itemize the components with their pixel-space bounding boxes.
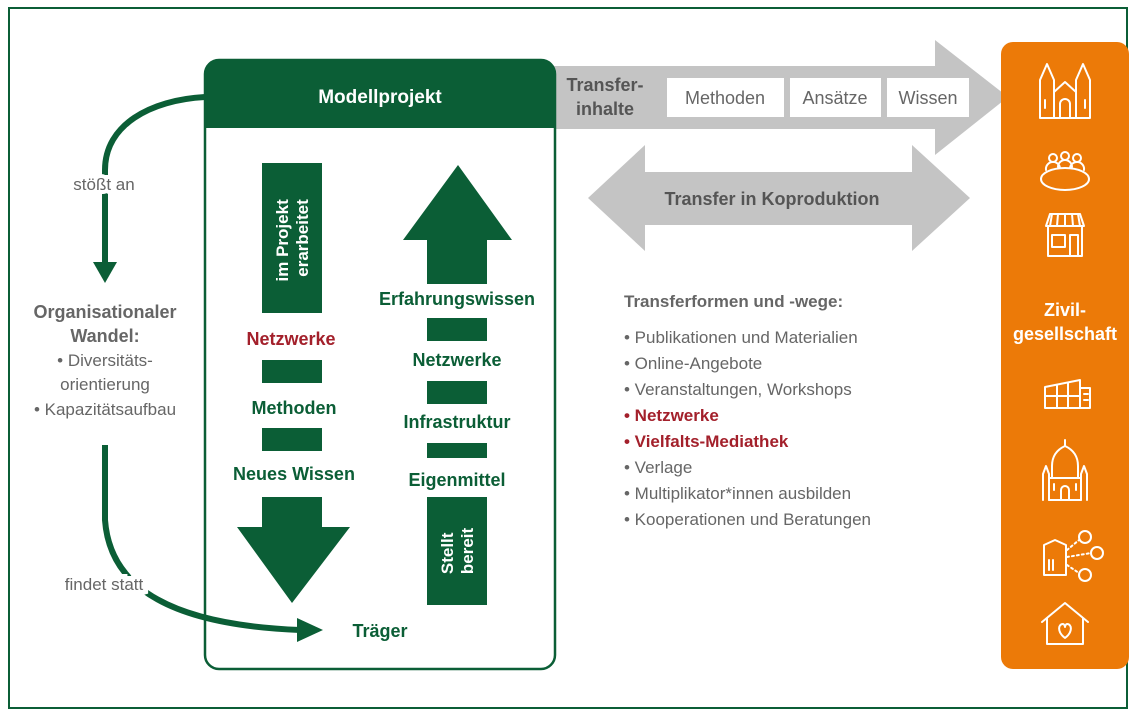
civil-society-label-1: Zivil-	[1044, 300, 1086, 320]
civil-society-label-2: gesellschaft	[1013, 324, 1117, 344]
up-item-infrastruktur: Infrastruktur	[403, 412, 510, 432]
up-column-bottom-bar	[427, 497, 487, 605]
up-bar-2	[427, 381, 487, 404]
up-column-bottom-line2: bereit	[458, 528, 477, 575]
model-project-title: Modellprojekt	[318, 87, 442, 108]
org-change-bullet1-2: orientierung	[60, 375, 150, 394]
transfer-form-item: • Verlage	[624, 458, 692, 477]
trigger-label: stößt an	[73, 175, 134, 194]
shop-icon	[1045, 213, 1085, 257]
org-change-heading-1: Organisationaler	[33, 302, 176, 322]
org-change-heading-2: Wandel:	[70, 326, 139, 346]
down-column-top-label: im Projekt erarbeitet	[273, 195, 312, 282]
traeger-label: Träger	[352, 621, 407, 641]
up-bar-3	[427, 443, 487, 458]
transfer-forms-title: Transferformen und -wege:	[624, 292, 843, 311]
content-box-wissen-label: Wissen	[898, 88, 957, 108]
up-bar-1	[427, 318, 487, 341]
content-box-methoden	[667, 78, 784, 117]
transfer-form-item: • Multiplikator*innen ausbilden	[624, 484, 851, 503]
home-heart-icon	[1041, 602, 1089, 645]
down-column-top-line2: erarbeitet	[293, 199, 312, 277]
down-arrow-head	[237, 497, 350, 603]
down-item-neues-wissen: Neues Wissen	[233, 464, 355, 484]
coproduction-label: Transfer in Koproduktion	[664, 189, 879, 209]
down-bar-2	[262, 360, 322, 383]
up-column-bottom-label: Stellt bereit	[438, 528, 477, 575]
content-box-ansaetze	[790, 78, 881, 117]
transfer-form-item: • Kooperationen und Beratungen	[624, 510, 871, 529]
content-box-ansaetze-label: Ansätze	[802, 88, 867, 108]
transfer-form-item: • Publikationen und Materialien	[624, 328, 858, 347]
mosque-icon	[1042, 439, 1088, 501]
transfer-content-heading-2: inhalte	[576, 99, 634, 119]
transfer-forms-list: • Publikationen und Materialien • Online-…	[624, 328, 871, 529]
transfer-form-item: • Veranstaltungen, Workshops	[624, 380, 852, 399]
transfer-form-item: • Online-Angebote	[624, 354, 762, 373]
content-box-methoden-label: Methoden	[685, 88, 765, 108]
meeting-table-icon	[1040, 151, 1090, 191]
org-change-bullet1-1: • Diversitäts-	[57, 351, 153, 370]
transfer-form-item: • Vielfalts-Mediathek	[624, 432, 789, 451]
church-icon	[1039, 63, 1091, 119]
left-curve-bottom	[102, 445, 301, 633]
left-curve-bottom-head	[297, 618, 323, 642]
down-column-top-line1: im Projekt	[273, 199, 292, 282]
down-bar-3	[262, 428, 322, 451]
coproduction-double-arrow	[588, 145, 970, 251]
office-people-icon	[1043, 530, 1104, 582]
model-project-box	[203, 58, 557, 671]
up-column-bottom-line1: Stellt	[438, 532, 457, 574]
civil-society-bar	[1001, 42, 1129, 669]
up-item-netzwerke: Netzwerke	[412, 350, 501, 370]
left-curve-top	[102, 94, 206, 265]
down-item-netzwerke: Netzwerke	[246, 329, 335, 349]
transfer-content-heading-1: Transfer-	[566, 75, 643, 95]
down-item-methoden: Methoden	[252, 398, 337, 418]
up-item-erfahrungswissen: Erfahrungswissen	[379, 289, 535, 309]
up-arrow-head	[403, 165, 512, 284]
model-project-header	[205, 60, 555, 128]
school-icon	[1044, 379, 1091, 409]
org-change-bullet2: • Kapazitätsaufbau	[34, 400, 176, 419]
content-box-wissen	[887, 78, 969, 117]
left-curve-top-head	[93, 262, 117, 283]
occurs-label: findet statt	[65, 575, 144, 594]
up-item-eigenmittel: Eigenmittel	[408, 470, 505, 490]
down-column-top-bar	[262, 163, 322, 313]
transfer-form-item: • Netzwerke	[624, 406, 719, 425]
